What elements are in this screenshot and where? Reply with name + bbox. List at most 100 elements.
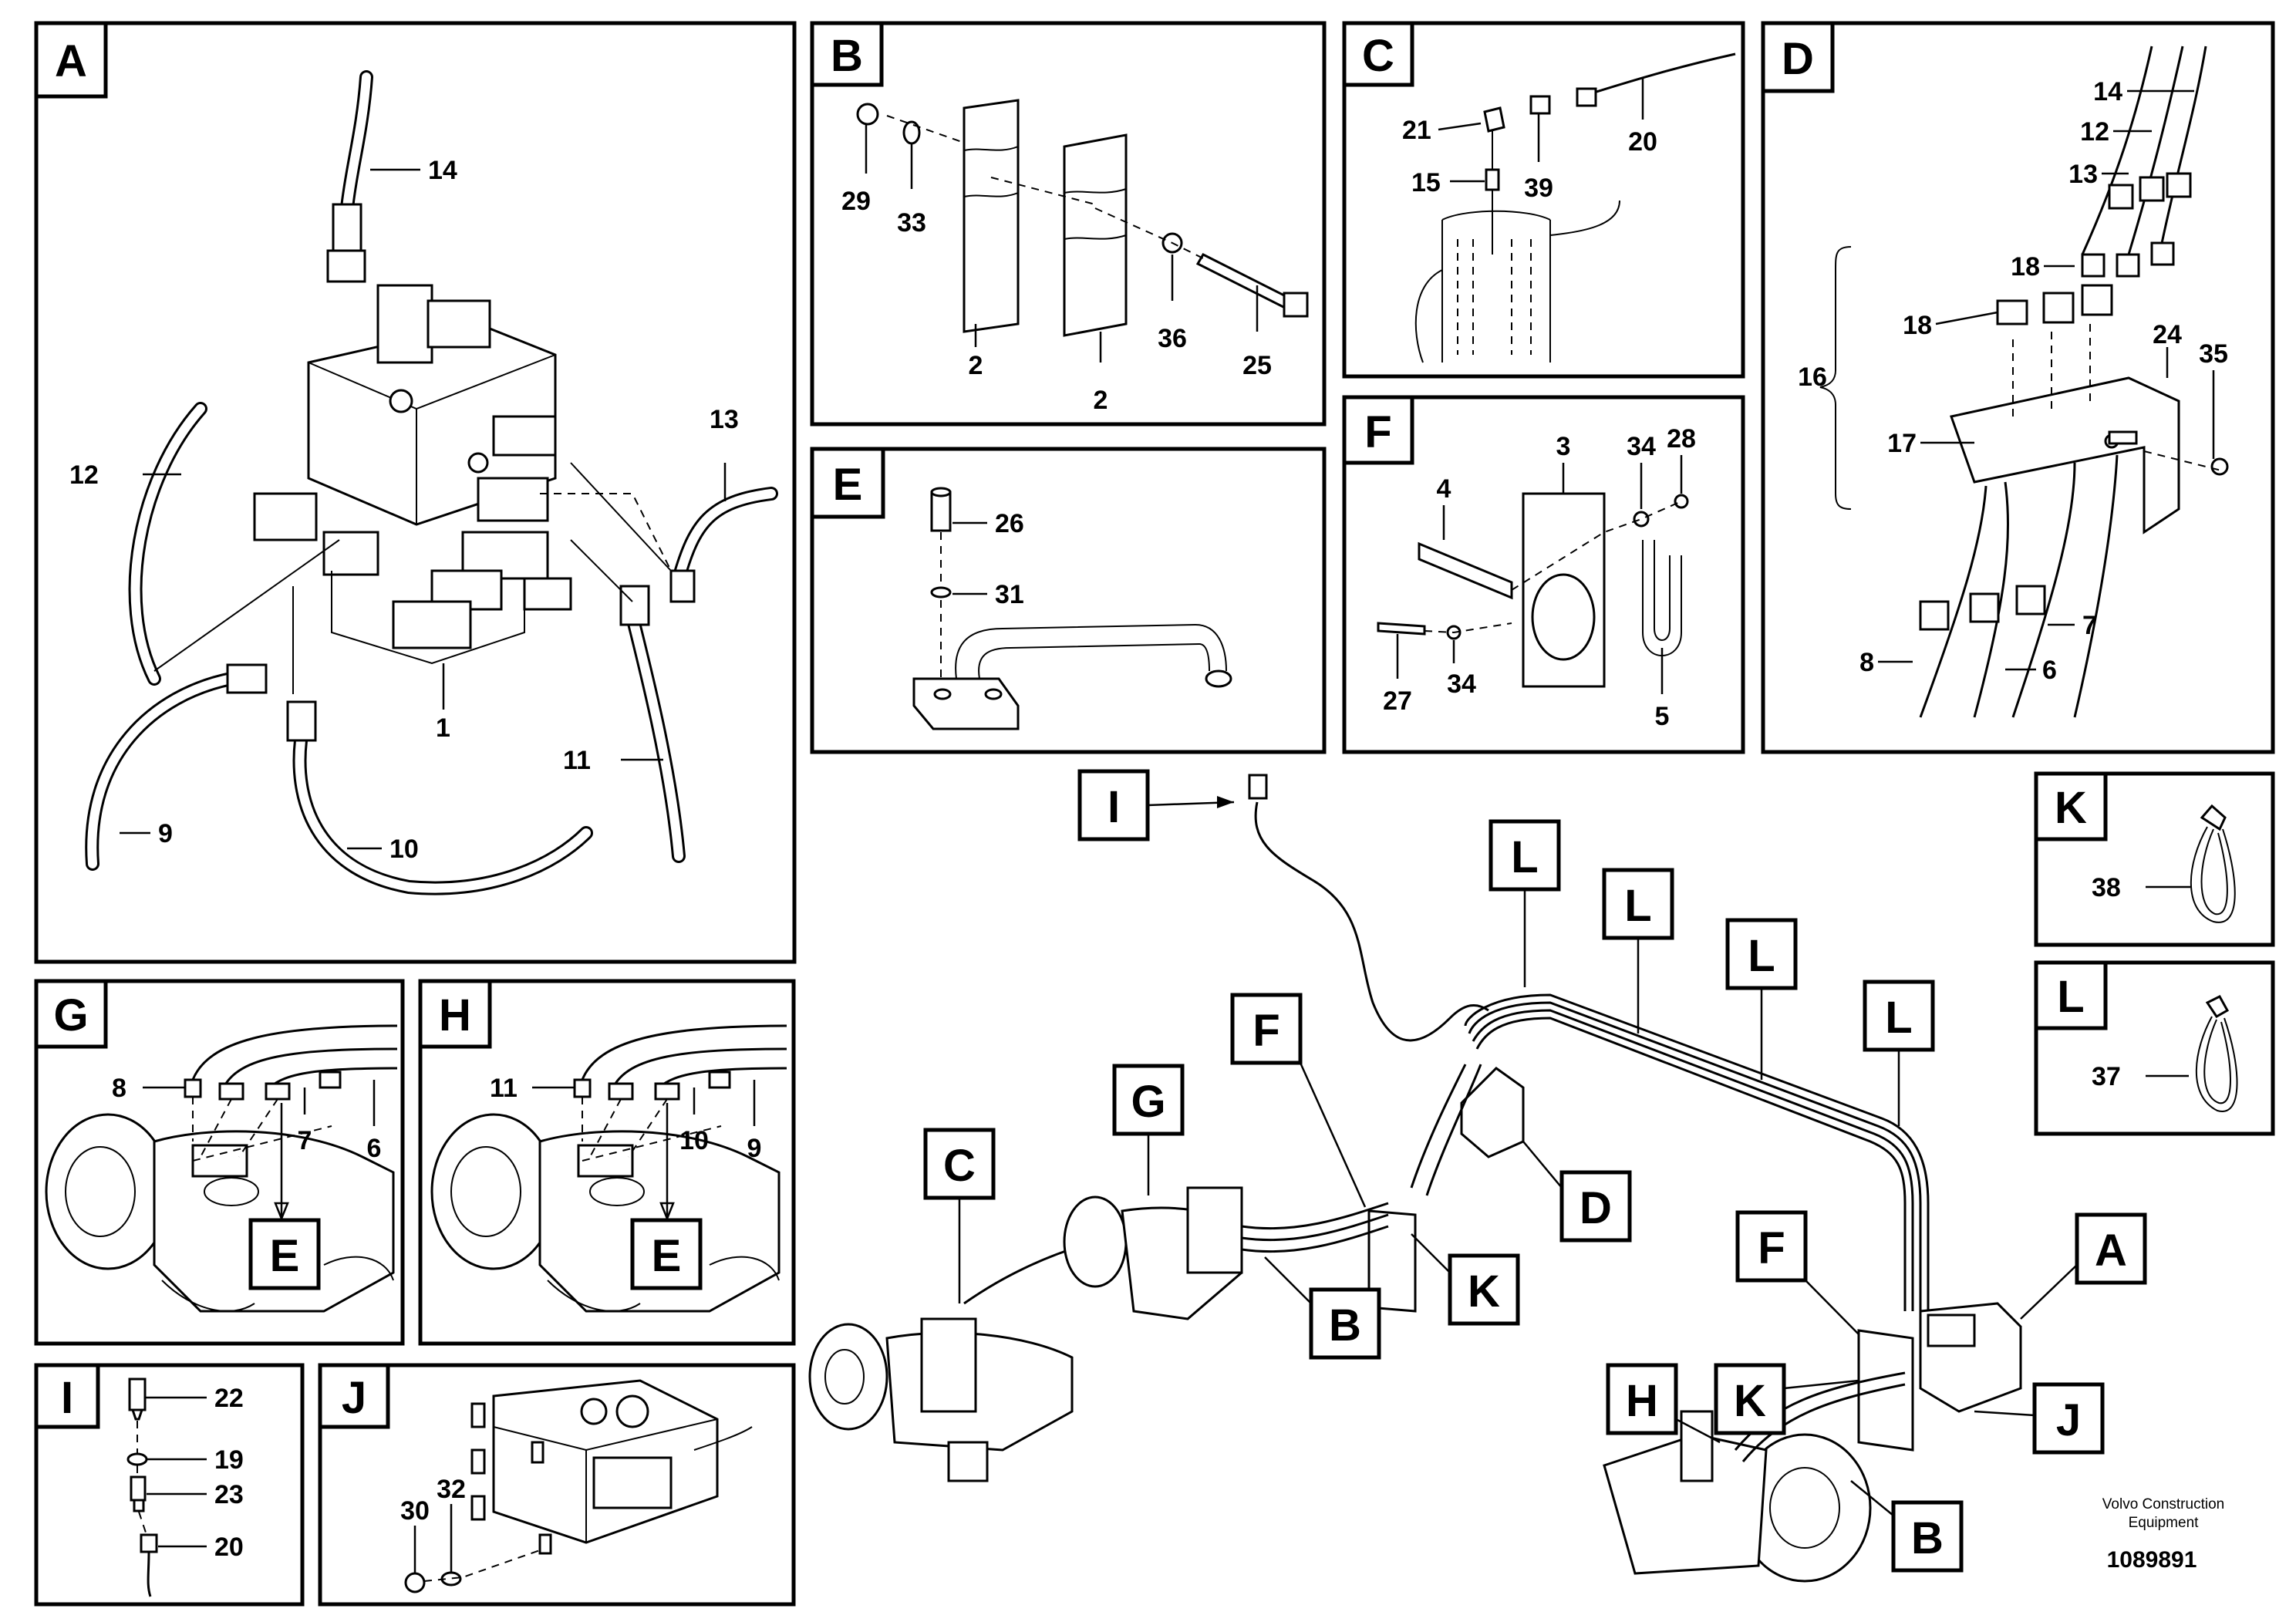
overview-ref-j: J — [1974, 1382, 2105, 1455]
callout-d-18-lower: 18 — [1903, 311, 1932, 340]
cable-tie-illustration-k — [2190, 804, 2236, 923]
callout-e-26: 26 — [995, 509, 1024, 538]
valve-block-bolts-illustration — [404, 1379, 753, 1593]
footer-company-line2: Equipment — [2129, 1515, 2200, 1531]
footer-company-line1: Volvo Construction — [2102, 1496, 2224, 1512]
ref-h-e: E — [652, 1231, 682, 1281]
panel-a-letter: A — [55, 36, 87, 86]
sensor-mount-illustration — [1414, 52, 1736, 363]
overview-ref-g: G — [1112, 1064, 1185, 1195]
footer-doc-number: 1089891 — [2107, 1547, 2197, 1573]
callout-c-15: 15 — [1411, 168, 1441, 197]
callout-f-34-lower: 34 — [1447, 669, 1476, 699]
callout-b-29: 29 — [841, 187, 871, 216]
overview-ref-l-4: L — [1863, 980, 1935, 1126]
overview-ref-f-left: F — [1230, 993, 1367, 1208]
svg-text:H: H — [1626, 1376, 1658, 1426]
callout-h-10: 10 — [679, 1126, 709, 1155]
callout-i-23: 23 — [214, 1480, 244, 1509]
panel-l: L 37 — [2034, 960, 2275, 1136]
svg-text:B: B — [1329, 1300, 1361, 1351]
callout-d-17: 17 — [1887, 429, 1917, 458]
callout-a-1: 1 — [436, 713, 450, 743]
callout-j-30: 30 — [400, 1496, 430, 1526]
svg-text:L: L — [1511, 832, 1538, 882]
callout-i-22: 22 — [214, 1384, 244, 1413]
svg-text:L: L — [1624, 881, 1651, 931]
callout-f-27: 27 — [1383, 686, 1412, 716]
overview-assembly: I L L L L F G — [808, 769, 2147, 1583]
callout-d-7: 7 — [2082, 611, 2097, 640]
overview-ref-b-left: B — [1264, 1256, 1381, 1360]
panel-c-letter: C — [1362, 31, 1394, 81]
panel-h: H 11 10 9 E — [418, 979, 796, 1346]
callout-d-6: 6 — [2042, 656, 2057, 685]
overview-ref-k-left: K — [1411, 1233, 1520, 1326]
callout-g-6: 6 — [367, 1134, 382, 1163]
panel-h-letter: H — [439, 990, 471, 1040]
valve-block-illustration — [253, 70, 572, 665]
ref-g-e: E — [270, 1231, 300, 1281]
bracket-plate-illustration — [1377, 492, 1689, 688]
svg-text:I: I — [1108, 782, 1120, 832]
callout-d-12: 12 — [2080, 117, 2109, 147]
svg-text:F: F — [1758, 1223, 1785, 1273]
panel-g: G 8 7 6 E — [34, 979, 405, 1346]
callout-a-11: 11 — [563, 746, 591, 775]
svg-text:K: K — [1734, 1376, 1766, 1426]
callout-i-20: 20 — [214, 1533, 244, 1562]
panel-b-letter: B — [831, 31, 863, 81]
overview-ref-f-right: F — [1735, 1210, 1859, 1335]
callout-d-16: 16 — [1798, 363, 1827, 392]
overview-ref-l-2: L — [1602, 868, 1674, 1034]
svg-text:A: A — [2095, 1226, 2127, 1276]
callout-a-13: 13 — [710, 405, 739, 434]
panel-f: F 4 3 34 28 27 34 5 — [1342, 395, 1745, 754]
svg-text:K: K — [1468, 1266, 1500, 1317]
overview-ref-b-right: B — [1850, 1480, 1964, 1573]
svg-text:B: B — [1911, 1513, 1944, 1563]
overview-ref-k-right: K — [1714, 1363, 1859, 1435]
panel-d-letter: D — [1782, 34, 1814, 84]
callout-c-20: 20 — [1628, 127, 1657, 157]
hose-assemblies — [85, 402, 778, 895]
svg-text:L: L — [1748, 931, 1775, 981]
callout-f-3: 3 — [1556, 432, 1571, 461]
callout-e-31: 31 — [995, 580, 1024, 609]
panel-g-letter: G — [53, 990, 88, 1040]
callout-c-21: 21 — [1402, 116, 1431, 145]
panel-c: C 21 15 39 20 — [1342, 21, 1745, 379]
callout-f-4: 4 — [1437, 474, 1451, 504]
callout-f-28: 28 — [1667, 424, 1696, 454]
callout-d-13: 13 — [2068, 160, 2098, 189]
callout-j-32: 32 — [437, 1475, 466, 1504]
overview-ref-l-3: L — [1725, 918, 1798, 1080]
overview-ref-c: C — [923, 1128, 996, 1303]
panel-b: B 29 33 2 2 36 25 — [810, 21, 1327, 427]
panel-e-letter: E — [833, 460, 863, 510]
hose-bracket-illustration — [1919, 46, 2229, 718]
pressure-sensor-illustration — [126, 1378, 158, 1597]
callout-h-9: 9 — [747, 1134, 762, 1163]
callout-c-39: 39 — [1524, 174, 1553, 203]
panel-i-letter: I — [61, 1373, 73, 1423]
callout-d-8: 8 — [1859, 648, 1874, 677]
callout-f-5: 5 — [1655, 702, 1670, 731]
callout-k-38: 38 — [2092, 873, 2121, 902]
panel-e: E 26 31 — [810, 447, 1327, 754]
callout-g-7: 7 — [298, 1126, 312, 1155]
callout-a-10: 10 — [389, 835, 419, 864]
callout-d-14: 14 — [2093, 77, 2122, 106]
callout-a-9: 9 — [158, 819, 173, 848]
callout-b-2-left: 2 — [969, 351, 983, 380]
svg-text:J: J — [2056, 1395, 2081, 1445]
panel-d: D — [1761, 21, 2275, 754]
svg-text:D: D — [1580, 1183, 1612, 1233]
overview-ref-h: H — [1606, 1363, 1721, 1444]
overview-ref-i: I — [1077, 769, 1235, 841]
callout-b-36: 36 — [1158, 324, 1187, 353]
svg-text:G: G — [1131, 1077, 1165, 1127]
callout-b-33: 33 — [897, 208, 926, 238]
callout-a-12: 12 — [69, 460, 99, 490]
